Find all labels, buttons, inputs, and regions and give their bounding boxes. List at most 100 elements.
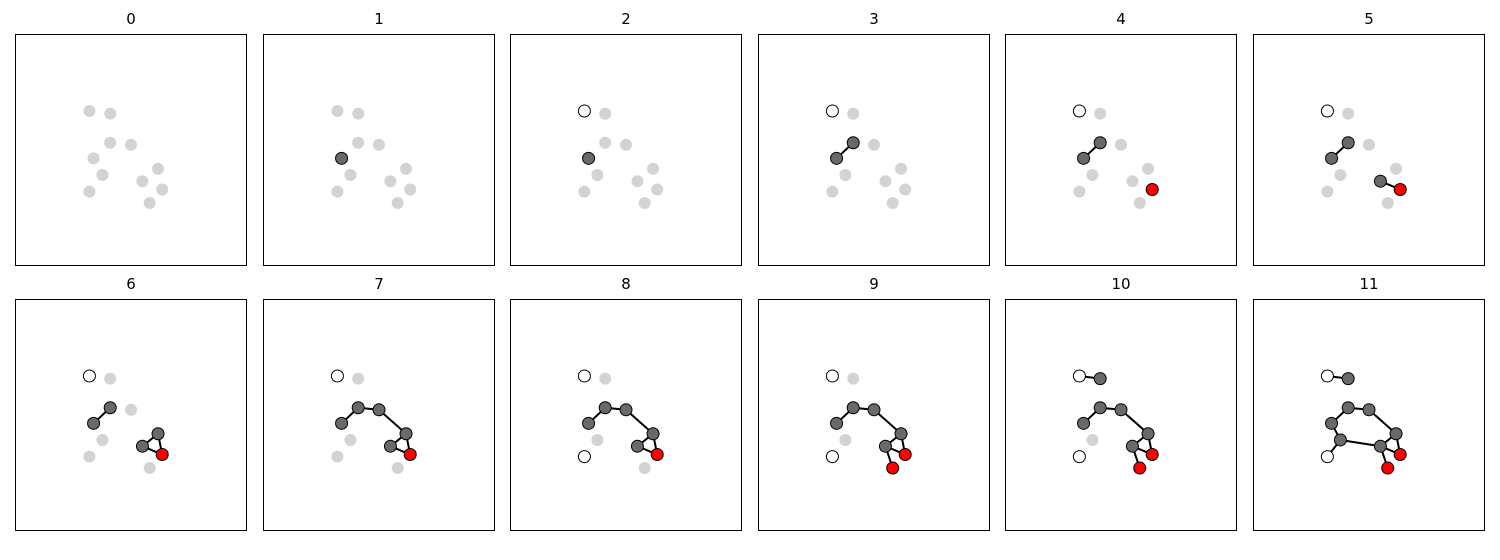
atom-node-inactive — [1321, 185, 1334, 198]
step-title: 5 — [1364, 10, 1374, 28]
atom-node-inactive — [352, 372, 365, 385]
atom-node-placed — [372, 403, 386, 417]
atom-node-inactive — [1342, 107, 1355, 120]
molecule-plot — [1253, 299, 1485, 531]
step-title: 9 — [869, 275, 879, 293]
atom-node-placed — [335, 151, 349, 165]
atom-node-inactive — [1073, 185, 1086, 198]
atom-node-inactive — [391, 462, 404, 475]
atom-node-placed — [646, 427, 660, 441]
atom-node-placed — [135, 439, 149, 453]
atom-node-oxygen — [650, 448, 664, 462]
atom-node-inactive — [404, 183, 417, 196]
molecule-plot — [1253, 34, 1485, 266]
atom-node-placed — [1325, 151, 1339, 165]
step-panel-3: 3 — [758, 8, 990, 268]
atom-node-placed — [894, 427, 908, 441]
atom-node-placed — [846, 136, 860, 150]
atom-node-inactive — [847, 372, 860, 385]
step-title: 8 — [621, 275, 631, 293]
atom-node-hydrogen — [577, 450, 591, 464]
atom-node-inactive — [591, 433, 604, 446]
atom-node-inactive — [1126, 175, 1139, 188]
molecule-plot — [15, 299, 247, 531]
atom-node-hydrogen — [1320, 369, 1334, 383]
atom-node-oxygen — [1393, 448, 1407, 462]
atom-node-placed — [1077, 151, 1091, 165]
atom-node-inactive — [83, 105, 96, 117]
atom-node-inactive — [384, 175, 397, 188]
atom-node-inactive — [1390, 162, 1403, 175]
atom-node-inactive — [1334, 168, 1347, 181]
atom-node-inactive — [599, 136, 612, 149]
atom-node-placed — [1373, 174, 1387, 188]
atom-node-inactive — [156, 183, 169, 196]
atom-node-inactive — [352, 136, 365, 149]
molecule-plot — [758, 299, 990, 531]
atom-node-hydrogen — [825, 450, 839, 464]
atom-node-placed — [1341, 401, 1355, 415]
atom-node-inactive — [1133, 197, 1146, 210]
atom-node-inactive — [638, 462, 651, 475]
atom-node-inactive — [331, 185, 344, 198]
atom-node-placed — [399, 427, 413, 441]
atom-node-inactive — [847, 107, 860, 120]
atom-node-oxygen — [1393, 183, 1407, 197]
molecule-plot — [1005, 299, 1237, 531]
molecule-plot — [263, 34, 495, 266]
molecule-plot — [1005, 34, 1237, 266]
atom-node-hydrogen — [1320, 450, 1334, 464]
atom-node-inactive — [651, 183, 664, 196]
molecule-plot — [15, 34, 247, 266]
atom-node-inactive — [879, 175, 892, 188]
step-title: 10 — [1111, 275, 1131, 293]
atom-node-hydrogen — [1072, 369, 1086, 383]
atom-node-inactive — [391, 197, 404, 210]
atom-node-inactive — [1142, 162, 1155, 175]
atom-node-inactive — [125, 138, 137, 151]
atom-node-inactive — [152, 162, 165, 175]
atom-node-inactive — [839, 168, 852, 181]
step-panel-11: 11 — [1253, 273, 1485, 533]
atom-node-inactive — [1115, 138, 1127, 151]
atom-node-hydrogen — [825, 104, 839, 118]
atom-node-placed — [1341, 372, 1355, 386]
atom-node-inactive — [1086, 168, 1099, 181]
molecule-plot — [263, 299, 495, 531]
atom-node-placed — [846, 401, 860, 415]
step-title: 2 — [621, 10, 631, 28]
atom-node-oxygen — [155, 448, 169, 462]
atom-node-inactive — [143, 462, 156, 475]
atom-node-oxygen — [1381, 461, 1395, 475]
atom-node-inactive — [578, 185, 591, 198]
atom-node-placed — [1093, 372, 1107, 386]
bond-line — [1340, 438, 1381, 448]
atom-node-inactive — [1094, 107, 1107, 120]
step-panel-7: 7 — [263, 273, 495, 533]
atom-node-inactive — [620, 138, 632, 151]
molecule-plot — [510, 299, 742, 531]
atom-node-inactive — [96, 433, 109, 446]
atom-node-placed — [1373, 439, 1387, 453]
atom-node-hydrogen — [577, 369, 591, 383]
atom-node-inactive — [344, 168, 357, 181]
molecule-plot — [510, 34, 742, 266]
atom-node-inactive — [104, 107, 117, 120]
atom-node-placed — [351, 401, 365, 415]
atom-node-placed — [1333, 433, 1347, 447]
step-panel-6: 6 — [15, 273, 247, 533]
atom-node-inactive — [331, 105, 344, 117]
atom-node-inactive — [647, 162, 660, 175]
atom-node-inactive — [83, 450, 96, 463]
atom-node-placed — [1389, 427, 1403, 441]
step-title: 7 — [374, 275, 384, 293]
atom-node-hydrogen — [825, 369, 839, 383]
atom-node-oxygen — [898, 448, 912, 462]
atom-node-placed — [103, 401, 117, 415]
atom-node-placed — [1093, 136, 1107, 150]
atom-node-inactive — [400, 162, 413, 175]
step-panel-1: 1 — [263, 8, 495, 268]
atom-node-placed — [867, 403, 881, 417]
step-panel-9: 9 — [758, 273, 990, 533]
